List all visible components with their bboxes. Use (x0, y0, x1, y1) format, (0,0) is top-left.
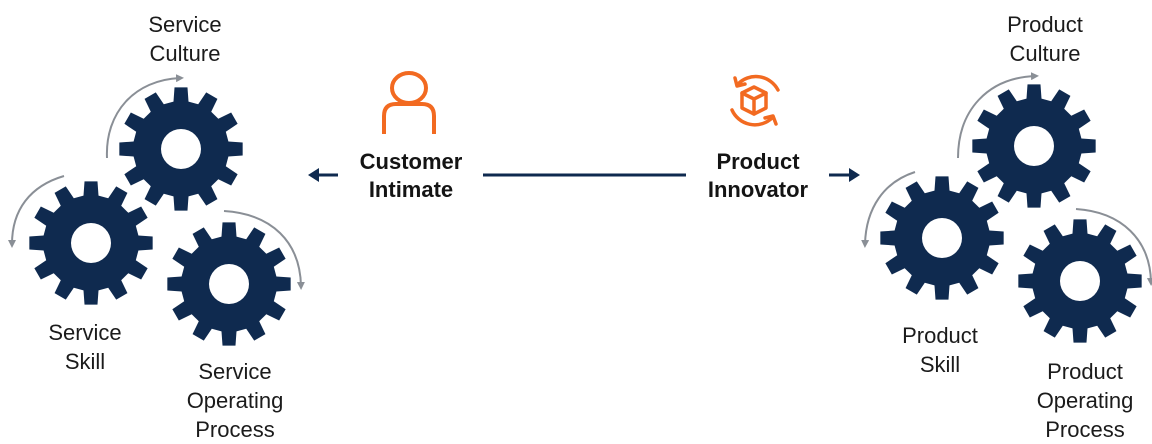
product-skill-gear (880, 176, 1004, 300)
product-process-rotation-arrow (1075, 208, 1152, 286)
customer-left-arrowhead (308, 168, 319, 182)
product-skill-label: Product Skill (902, 323, 978, 377)
gear-shape (880, 176, 1004, 300)
product-right-arrowhead (849, 168, 860, 182)
gear-shape (167, 222, 291, 346)
product-culture-rotation-arrow (957, 72, 1039, 159)
customer-intimate-label: Customer Intimate (359, 149, 463, 202)
service-skill-label: Service Skill (48, 320, 122, 374)
person-outline-icon (382, 71, 436, 134)
service-skill-gear (29, 181, 153, 305)
service-culture-rotation-arrow (105, 74, 184, 159)
service-process-rotation-arrow (223, 210, 305, 290)
service-operating-process-label: Service Operating Process (186, 359, 284, 442)
service-culture-label: Service Culture (148, 12, 222, 66)
gear-shape (972, 84, 1096, 208)
gear-shape (1018, 219, 1142, 343)
product-operating-process-gear (1018, 219, 1142, 343)
product-operating-process-label: Product Operating Process (1036, 359, 1134, 442)
gear-shape (29, 181, 153, 305)
service-culture-gear (119, 87, 243, 211)
gear-shape (119, 87, 243, 211)
product-innovator-label: Product Innovator (707, 149, 809, 202)
product-culture-label: Product Culture (1007, 12, 1083, 66)
rotating-box-icon (730, 74, 780, 127)
service-skill-rotation-arrow (8, 175, 65, 248)
service-operating-process-gear (167, 222, 291, 346)
product-skill-rotation-arrow (861, 171, 916, 248)
product-culture-gear (972, 84, 1096, 208)
